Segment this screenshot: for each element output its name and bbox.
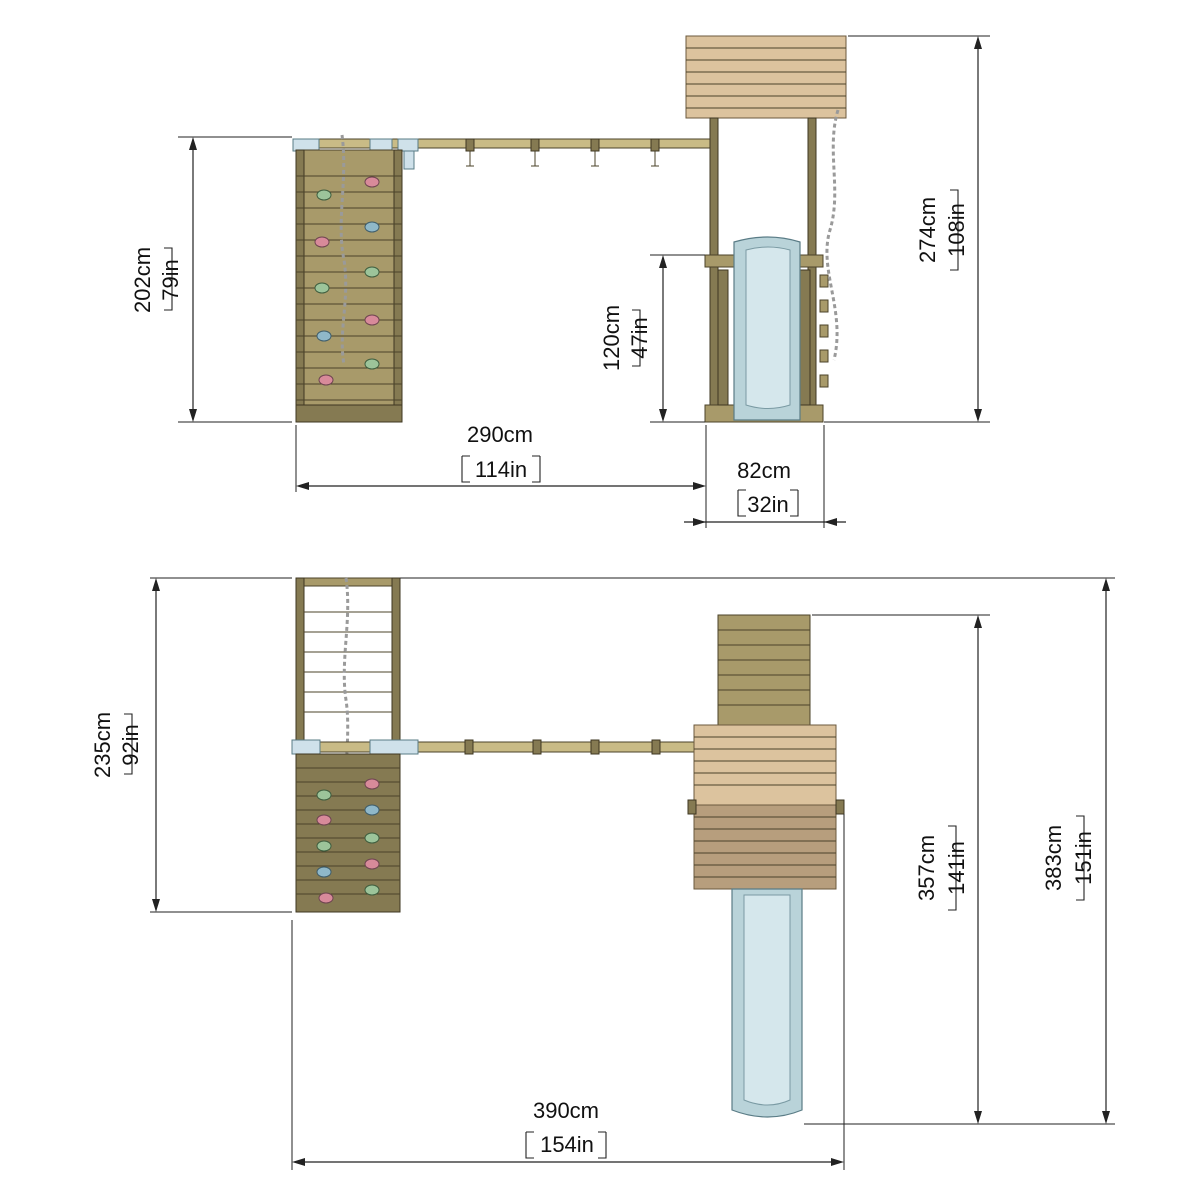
tower-roof — [685, 35, 847, 119]
tower-roof-top — [693, 724, 837, 806]
dim-tower-height: 274cm 108in — [824, 35, 990, 423]
dim-wall-height: 202cm 79in — [130, 136, 292, 423]
dim-wall-depth-imperial: 92in — [118, 724, 143, 766]
dim-total-width-metric: 390cm — [533, 1098, 599, 1123]
dim-platform-height-imperial: 47in — [627, 317, 652, 359]
swing-beam-top — [291, 741, 698, 753]
dim-swing-width: 290cm 114in — [295, 422, 707, 492]
dim-tower-width-imperial: 32in — [747, 492, 789, 517]
climbing-wall-front — [295, 134, 403, 423]
swing-hooks — [465, 138, 660, 167]
dim-slide-depth-metric: 357cm — [914, 835, 939, 901]
dim-total-depth: 383cm 151in — [400, 577, 1115, 1125]
dim-platform-height: 120cm 47in — [599, 254, 705, 423]
dim-tower-height-imperial: 108in — [944, 203, 969, 257]
dim-wall-height-metric: 202cm — [130, 247, 155, 313]
dim-slide-depth-imperial: 141in — [944, 841, 969, 895]
dim-wall-depth-metric: 235cm — [90, 712, 115, 778]
dim-tower-width: 82cm 32in — [684, 425, 846, 528]
dim-wall-height-imperial: 79in — [158, 259, 183, 301]
tower-top — [687, 614, 845, 890]
front-view: 202cm 79in 274cm 108in 120cm 47in — [130, 35, 990, 528]
dim-total-width-imperial: 154in — [540, 1132, 594, 1157]
dim-total-depth-imperial: 151in — [1071, 831, 1096, 885]
dim-wall-depth: 235cm 92in — [90, 577, 292, 913]
slide-top — [731, 888, 803, 1118]
dim-slide-depth: 357cm 141in — [804, 614, 990, 1125]
top-view: 235cm 92in 357cm 141in 383cm 151in — [90, 577, 1115, 1170]
dim-swing-width-metric: 290cm — [467, 422, 533, 447]
dim-tower-height-metric: 274cm — [915, 197, 940, 263]
dim-total-width: 390cm 154in — [291, 814, 845, 1170]
dim-total-depth-metric: 383cm — [1041, 825, 1066, 891]
climbing-wall-top — [295, 753, 401, 913]
climbing-rope — [339, 134, 348, 366]
dim-platform-height-metric: 120cm — [599, 305, 624, 371]
tower-front — [685, 35, 847, 423]
dim-tower-width-metric: 82cm — [737, 458, 791, 483]
tower-rope — [825, 109, 840, 361]
dim-swing-width-imperial: 114in — [475, 457, 527, 482]
